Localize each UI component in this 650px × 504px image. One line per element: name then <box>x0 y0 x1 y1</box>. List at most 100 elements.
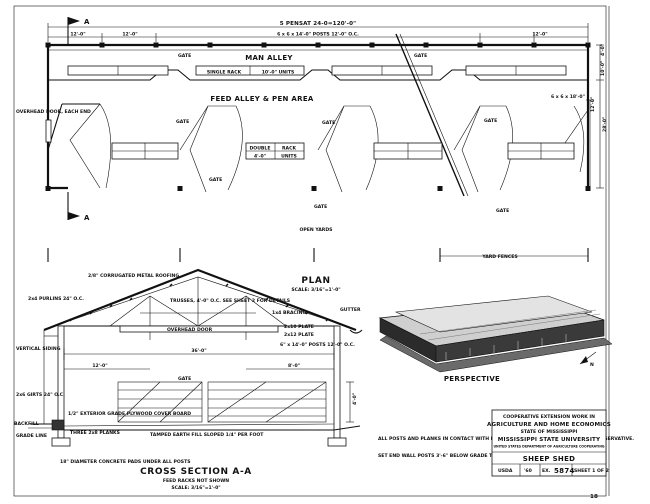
gate-label-pen-4: GATE <box>209 177 222 183</box>
man-alley-label: MAN ALLEY <box>245 54 293 62</box>
side-dim-3: 28'-0" <box>602 117 608 132</box>
earth-fill-label: TAMPED EARTH FILL SLOPED 1/4" PER FOOT <box>150 432 264 438</box>
plan-posts-bottom <box>45 186 591 191</box>
overhead-door-plan: OVERHEAD DOOR, EACH END <box>16 109 91 143</box>
plan-post <box>45 42 51 48</box>
plan-posts-top <box>45 42 591 48</box>
plan-post <box>261 42 267 48</box>
overall-width-dim: 36'-0" <box>191 348 206 354</box>
single-rack-length: 10'-0" UNITS <box>262 69 295 75</box>
planks-label: THREE 2x8 PLANKS <box>70 430 120 436</box>
tb-usda: USDA <box>498 468 513 474</box>
plan-title: PLAN <box>301 276 330 286</box>
feed-alley-label: FEED ALLEY & PEN AREA <box>210 95 314 103</box>
right-width-dim: 8'-0" <box>288 363 300 369</box>
svg-text:A: A <box>84 18 90 26</box>
gate-height-dim: 4'-0" <box>352 393 358 405</box>
gate-label-top-2: GATE <box>414 53 427 59</box>
section-marker-bottom: A <box>67 192 90 222</box>
gutter-label: GUTTER <box>340 307 361 313</box>
gate-label-top-1: GATE <box>178 53 191 59</box>
posts-spacing-note: 6 x 6 x 14'-0" POSTS 12'-0" O.C. <box>277 32 359 38</box>
tb-line-2: AGRICULTURE AND HOME ECONOMICS <box>487 422 611 428</box>
side-dim-1: 4'-0" <box>600 44 606 56</box>
gate-label-pen-5: GATE <box>314 204 327 210</box>
concrete-pads-label: 18" DIAMETER CONCRETE PADS UNDER ALL POS… <box>60 459 191 465</box>
perspective-label: PERSPECTIVE <box>444 375 500 383</box>
gate-label-pen-6: GATE <box>496 208 509 214</box>
note-2: SET END WALL POSTS 3'-6" BELOW GRADE TO … <box>378 453 556 459</box>
grade-line-label: GRADE LINE <box>16 433 47 439</box>
plan-post <box>99 42 105 48</box>
plan-post <box>437 186 443 191</box>
plan-dimension-chain: 5 PENSAT 24-0=120'-0" 6 x 6 x 14'-0" POS… <box>47 21 589 42</box>
double-rack-label: DOUBLE <box>249 146 270 152</box>
section-gate-label: GATE <box>178 376 191 382</box>
plan-post <box>423 42 429 48</box>
tb-ex: EX. <box>542 468 551 474</box>
tb-line-3: STATE OF MISSISSIPPI <box>521 429 578 435</box>
cross-section-drawing <box>28 268 363 447</box>
tb-line-5: UNITED STATES DEPARTMENT OF AGRICULTURE … <box>493 445 604 449</box>
cross-section-title: CROSS SECTION A-A <box>140 467 252 477</box>
gate-label-pen-3: GATE <box>484 118 497 124</box>
svg-text:A: A <box>84 214 90 222</box>
sheet-border <box>13 5 607 497</box>
left-width-dim: 12'-0" <box>92 363 107 369</box>
plan-post <box>153 42 159 48</box>
trusses-label: TRUSSES, 4'-0" O.C. SEE SHEET 2 FOR DETA… <box>170 298 290 304</box>
bay-dim-1: 12'-0" <box>70 32 85 38</box>
margin-mark: 18 <box>590 494 598 500</box>
tb-line-1: COOPERATIVE EXTENSION WORK IN <box>503 414 595 420</box>
north-arrow-label: N <box>590 362 594 368</box>
gate-label-pen-1: GATE <box>176 119 189 125</box>
plan-post <box>585 42 591 48</box>
overall-length-dim: 5 PENSAT 24-0=120'-0" <box>280 21 356 27</box>
plan-scale: SCALE: 3/16"=1'-0" <box>291 287 340 293</box>
plan-post <box>585 186 591 191</box>
plan-post <box>531 42 537 48</box>
cross-section-subtitle: FEED RACKS NOT SHOWN <box>163 478 229 484</box>
plan-post <box>311 186 317 191</box>
double-racks: DOUBLE RACK 4'-0" UNITS <box>111 142 575 160</box>
diagonal-crease-edge <box>399 33 469 197</box>
rack-label: RACK <box>282 146 296 152</box>
bay-dim-3: 12'-0" <box>532 32 547 38</box>
double-rack-length: 4'-0" <box>254 154 266 160</box>
plate-label-1: 2x10 PLATE <box>284 324 314 330</box>
plate-label-2: 2x12 PLATE <box>284 332 314 338</box>
plan-post <box>369 42 375 48</box>
plywood-label: 1/2" EXTERIOR GRADE PLYWOOD COVER BOARD <box>68 411 191 417</box>
side-dim-2: 10'-0" <box>600 61 606 76</box>
section-overhead-door-label: OVERHEAD DOOR <box>167 327 213 333</box>
purlins-label: 2x4 PURLINS 24" O.C. <box>28 296 84 302</box>
bay-dim-2: 12'-0" <box>122 32 137 38</box>
plan-post <box>177 186 183 191</box>
diagonal-crease <box>395 33 465 197</box>
posts-label: 6" x 14'-0" POSTS 12'-0" O.C. <box>280 342 355 348</box>
side-dim-4: 12'-0" <box>590 97 596 112</box>
perspective-view: N <box>378 295 613 373</box>
units-label: UNITS <box>281 154 297 160</box>
tb-line-4: MISSISSIPPI STATE UNIVERSITY <box>498 437 601 443</box>
tb-title: SHEEP SHED <box>523 455 576 463</box>
bracing-label: 1x4 BRACING <box>272 310 306 316</box>
plan-post <box>45 186 51 191</box>
yard-fences: YARD FENCES <box>47 248 589 262</box>
plan-post <box>207 42 213 48</box>
plan-side-dimensions: 4'-0" 10'-0" 28'-0" 12'-0" 6 x 6 x 18'-0… <box>551 44 608 189</box>
tb-year: '60 <box>524 468 532 474</box>
girts-label: 2x6 GIRTS 24" O.C. <box>16 392 65 398</box>
roofing-label: 2/8" CORRUGATED METAL ROOFING <box>88 273 179 279</box>
section-marker-top: A <box>67 17 90 46</box>
yard-fences-label: YARD FENCES <box>481 254 517 260</box>
man-alley-partition: MAN ALLEY SINGLE RACK 10'-0" UNITS GATE … <box>48 53 588 81</box>
single-rack-label: SINGLE RACK <box>207 69 242 75</box>
gate-label-pen-2: GATE <box>322 120 335 126</box>
plan-post <box>477 42 483 48</box>
backfill-label: BACKFILL <box>14 421 39 427</box>
tb-number: 5874 <box>554 467 575 475</box>
svg-text:OVERHEAD DOOR, EACH END: OVERHEAD DOOR, EACH END <box>16 109 91 115</box>
